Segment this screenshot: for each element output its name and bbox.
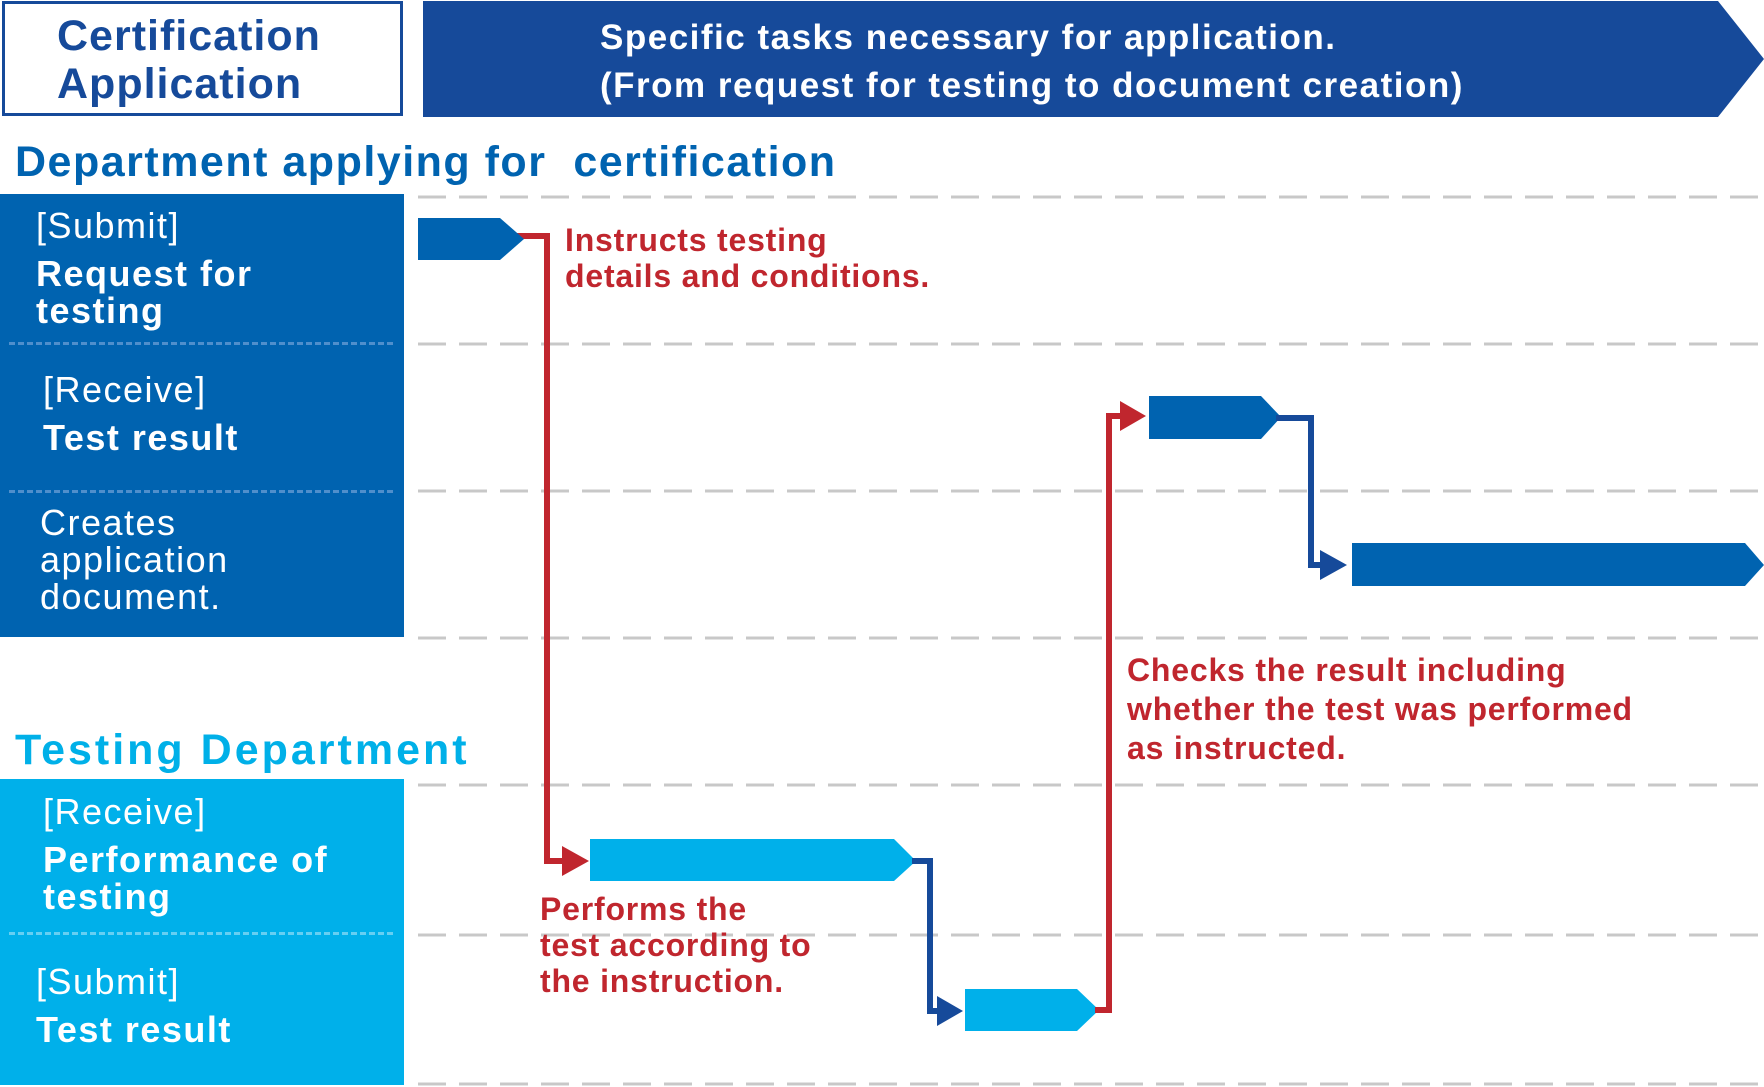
- note-line: Instructs testing: [565, 222, 828, 258]
- note-performs: Performs the test according to the instr…: [540, 891, 811, 999]
- arrowhead-icon: [1120, 401, 1146, 431]
- testing-lane-panel: [Receive] Performance of testing [Submit…: [0, 779, 404, 1085]
- note-line: Checks the result including: [1127, 652, 1567, 688]
- lane-row-receive-testing: [Receive] Performance of testing: [0, 793, 404, 915]
- lane-row-create-document: Creates application document.: [0, 504, 404, 615]
- arrowhead-icon: [562, 846, 589, 876]
- cert-title-line2: Application: [57, 60, 303, 108]
- arrowhead-icon: [937, 996, 963, 1026]
- connector-instructs: [517, 233, 575, 864]
- row-label-line2: testing: [36, 290, 165, 331]
- lane-row-submit-result: [Submit] Test result: [0, 963, 404, 1048]
- header-banner-arrow: [423, 1, 1764, 117]
- cert-title-line1: Certification: [57, 12, 321, 60]
- applying-lane-panel: [Submit] Request for testing [Receive] T…: [0, 194, 404, 637]
- task-bar-submit-result: [965, 989, 1099, 1031]
- certification-application-label: Certification Application: [2, 1, 403, 116]
- note-line: whether the test was performed: [1127, 691, 1633, 727]
- note-line: details and conditions.: [565, 258, 931, 294]
- task-bar-receive-result: [1149, 396, 1281, 439]
- connector-checks: [1095, 413, 1131, 1013]
- arrowhead-icon: [1320, 550, 1347, 580]
- lane-divider: [9, 932, 393, 935]
- task-bar-create-document: [1352, 543, 1764, 586]
- task-bar-performance: [590, 839, 916, 881]
- row-tag: [Submit]: [36, 205, 181, 246]
- note-line: as instructed.: [1127, 730, 1347, 766]
- lane-title-testing: Testing Department: [15, 726, 470, 774]
- row-label-line1: Creates: [40, 502, 177, 543]
- banner-line2: (From request for testing to document cr…: [600, 66, 1464, 105]
- note-checks: Checks the result including whether the …: [1127, 651, 1633, 768]
- row-label-line2: testing: [43, 876, 172, 917]
- header-banner-text: Specific tasks necessary for application…: [600, 14, 1700, 110]
- lane-row-receive-result: [Receive] Test result: [0, 371, 404, 456]
- lane-row-submit-request: [Submit] Request for testing: [0, 207, 404, 329]
- note-instructs: Instructs testing details and conditions…: [565, 222, 930, 294]
- row-label-line1: Performance of: [43, 839, 329, 880]
- row-label-line2: application: [40, 539, 229, 580]
- task-bar-request: [418, 218, 524, 260]
- row-tag: [Receive]: [43, 369, 207, 410]
- row-label-line3: document.: [40, 576, 222, 617]
- row-label-line1: Test result: [36, 1009, 232, 1050]
- lane-divider: [9, 490, 393, 493]
- note-line: test according to: [540, 927, 812, 963]
- row-label-line1: Request for: [36, 253, 253, 294]
- banner-line1: Specific tasks necessary for application…: [600, 18, 1337, 57]
- row-tag: [Receive]: [43, 791, 207, 832]
- row-label-line1: Test result: [43, 417, 239, 458]
- row-tag: [Submit]: [36, 961, 181, 1002]
- note-line: the instruction.: [540, 963, 784, 999]
- note-line: Performs the: [540, 891, 747, 927]
- lane-title-applying: Department applying for certification: [15, 138, 837, 186]
- lane-divider: [9, 342, 393, 345]
